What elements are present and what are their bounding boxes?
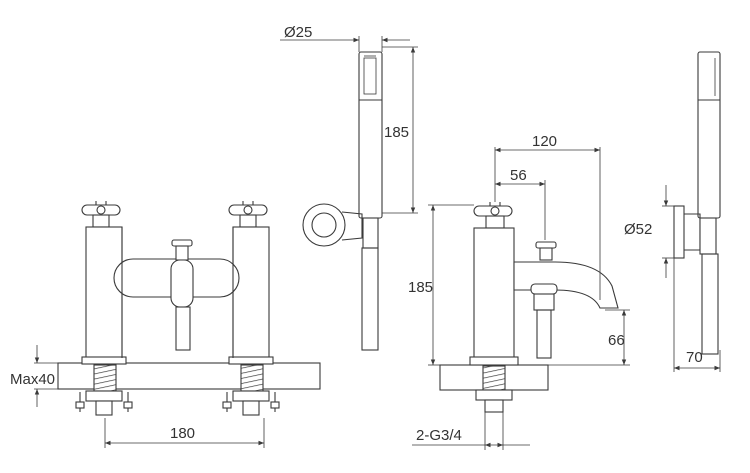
dim-reach-label: 120: [532, 133, 557, 150]
dim-bracket-diameter-label: Ø52: [624, 221, 652, 238]
bracket-view: Ø52 70: [624, 51, 721, 372]
handshower-body: [358, 51, 383, 219]
bracket-handshower-body: [697, 51, 721, 219]
left-column: [85, 226, 123, 359]
wall-bracket-plate: [673, 205, 685, 259]
dim-handshower-diameter-label: Ø25: [284, 24, 312, 41]
dim-bracket-depth-label: 70: [686, 349, 703, 366]
handshower-hose: [361, 247, 379, 351]
side-view: 120 56 185 66 2-G3/4: [408, 133, 630, 450]
dim-body-height-label: 185: [408, 279, 433, 296]
dim-spout-reach-label: 56: [510, 167, 527, 184]
dim-centres-label: 180: [170, 425, 195, 442]
handshower-view: Ø25 185: [280, 24, 418, 351]
dim-spout-clearance-label: 66: [608, 332, 625, 349]
dim-connection-label: 2-G3/4: [416, 427, 462, 444]
bracket-hose: [701, 253, 719, 355]
dim-deck-label: Max40: [10, 371, 55, 388]
dim-handshower-length-label: 185: [384, 124, 409, 141]
side-column: [473, 227, 515, 359]
spout-side: [513, 261, 619, 309]
front-view: 180 Max40: [10, 201, 321, 448]
right-column: [232, 226, 270, 359]
spout-front: [170, 259, 194, 308]
